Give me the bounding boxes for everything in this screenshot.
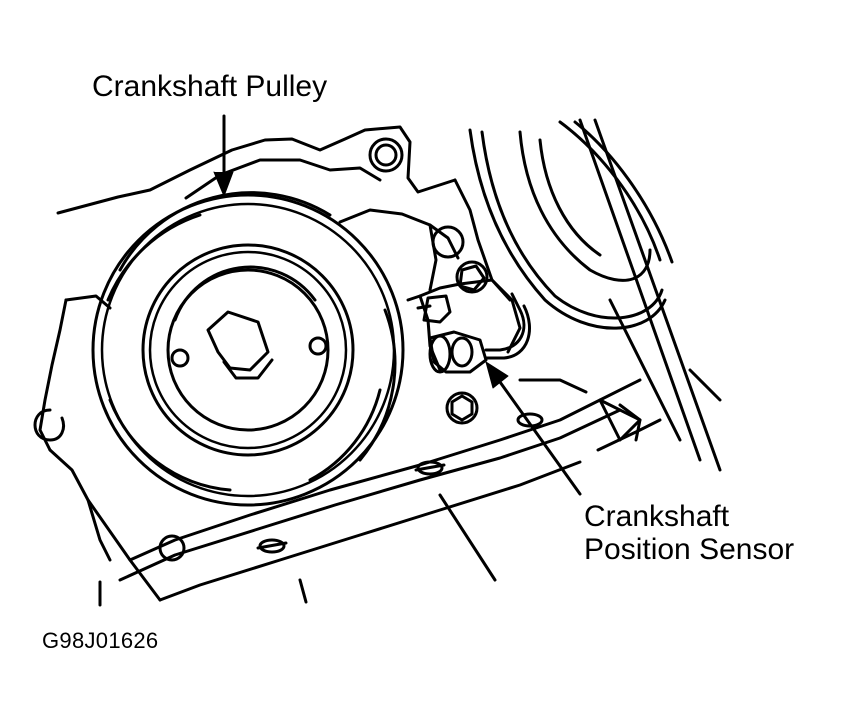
crankshaft-position-sensor-label: Crankshaft Position Sensor [584, 500, 794, 566]
cover-bolt-upper [368, 137, 404, 173]
leader-sensor [485, 361, 582, 496]
crankshaft-pulley [91, 191, 405, 507]
figure-code: G98J01626 [42, 628, 159, 653]
sensor-label-line-2: Position Sensor [584, 533, 795, 566]
crankshaft-position-sensor [406, 225, 531, 425]
leader-pulley [213, 114, 234, 197]
idler-pulley [468, 118, 722, 472]
crankshaft-pulley-label: Crankshaft Pulley [92, 70, 328, 103]
sensor-label-line-1: Crankshaft [584, 500, 730, 533]
engine-block-outline [33, 125, 662, 607]
